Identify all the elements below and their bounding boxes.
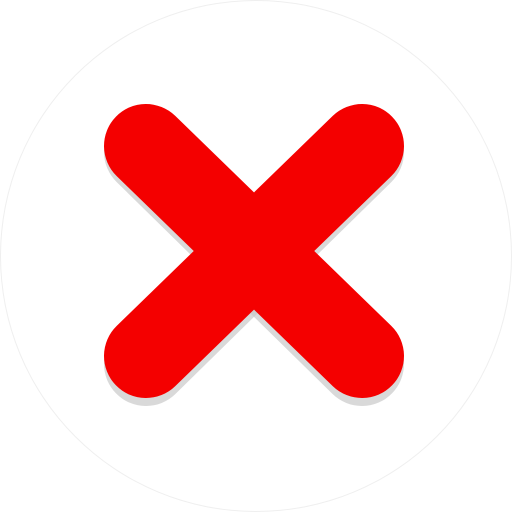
x-mark (104, 104, 404, 398)
x-mark-stroke-2 (104, 104, 404, 398)
